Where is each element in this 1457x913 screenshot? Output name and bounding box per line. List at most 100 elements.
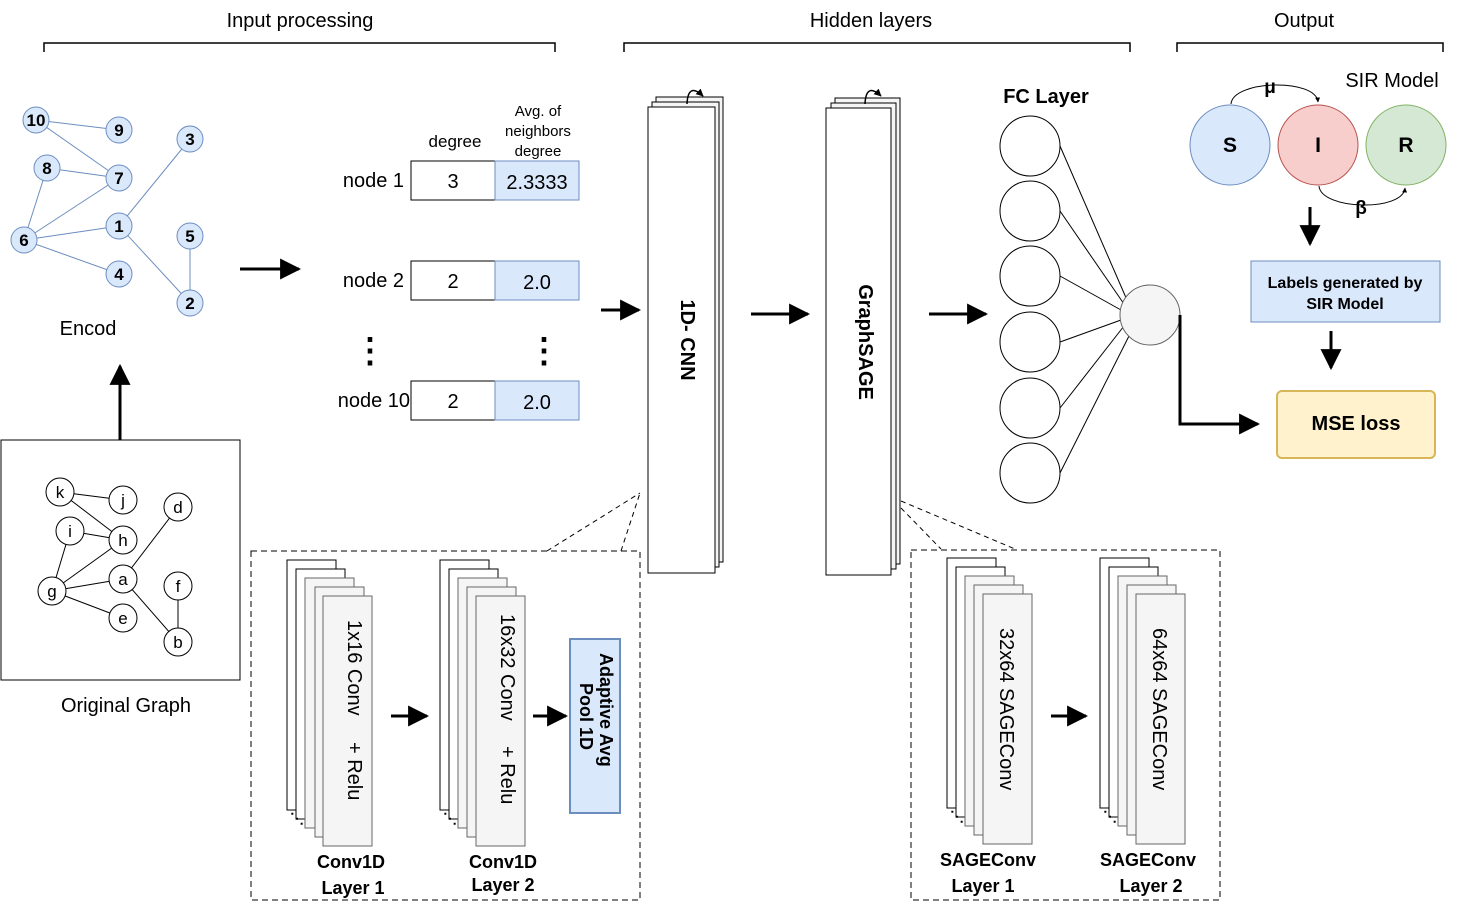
- node-label: 9: [114, 121, 123, 140]
- row-node-label: node 10: [338, 390, 410, 412]
- sir-title: SIR Model: [1345, 70, 1438, 92]
- section-header-hidden: Hidden layers: [623, 10, 1131, 52]
- cell-degree: 2: [447, 391, 458, 413]
- sir-node-i: [1277, 104, 1359, 186]
- node-label: k: [56, 483, 65, 502]
- stack-dots: ⋱: [1103, 808, 1117, 824]
- detail-frame: [910, 549, 1221, 901]
- graph-node: 6: [10, 226, 38, 254]
- graph-node: 10: [22, 106, 50, 134]
- node-label: d: [173, 498, 182, 517]
- self-loop-arrow: [864, 88, 882, 105]
- fc-layer: FC Layer: [999, 86, 1181, 504]
- row-node-label: node 1: [343, 170, 404, 192]
- layer-caption: Layer 2: [1119, 876, 1182, 896]
- fc-neuron: [999, 311, 1061, 373]
- layer-text: + Relu: [496, 746, 518, 804]
- column-header-avg-3: degree: [515, 143, 562, 160]
- labels-box: Labels generated by SIR Model: [1250, 260, 1441, 323]
- graph-node: 2: [176, 289, 204, 317]
- graph-node: k: [45, 477, 75, 507]
- encoded-graph-caption: Encod: [60, 318, 117, 340]
- node-label: 7: [114, 169, 123, 188]
- conv1d-layer-2: ⋱ 16x32 Conv + Relu Conv1D Layer 2: [439, 559, 537, 895]
- graph-node: 9: [105, 116, 133, 144]
- original-graph-frame: [0, 439, 241, 681]
- layer-text: 32x64 SAGEConv: [995, 628, 1017, 790]
- conv1d-layer-1: ⋱ 1x16 Conv + Relu Conv1D Layer 1: [286, 559, 385, 898]
- section-header-input: Input processing: [43, 10, 556, 52]
- ellipsis-rows: ⋮: [353, 332, 387, 370]
- layer-caption: SAGEConv: [940, 850, 1036, 870]
- ellipsis-values: ⋮: [527, 332, 561, 370]
- sir-beta-label: β: [1355, 198, 1367, 219]
- column-header-degree: degree: [429, 132, 482, 151]
- sageconv-layer-2: ⋱ 64x64 SAGEConv SAGEConv Layer 2: [1099, 557, 1196, 896]
- node-label: 1: [114, 217, 123, 236]
- node-label: b: [173, 633, 182, 652]
- graph-node: e: [108, 603, 138, 633]
- cnn-label: 1D- CNN: [676, 299, 698, 380]
- node-label: 4: [114, 265, 124, 284]
- graphsage-block: GraphSAGE: [825, 88, 901, 576]
- sir-node-s: [1189, 104, 1271, 186]
- layer-caption: Conv1D: [317, 852, 385, 872]
- graph-node: d: [163, 492, 193, 522]
- sir-i-label: I: [1315, 134, 1321, 157]
- node-label: 8: [42, 159, 51, 178]
- sir-s-label: S: [1223, 134, 1237, 157]
- bracket: [623, 42, 1131, 52]
- mse-loss-label: MSE loss: [1312, 413, 1401, 435]
- fc-neuron: [999, 180, 1061, 242]
- encoded-graph-nodes: 10 9 3 8 7 1 6 5 4 2: [10, 106, 204, 317]
- fc-neuron: [999, 377, 1061, 439]
- labels-line-2: SIR Model: [1306, 296, 1383, 313]
- cell-avg: 2.0: [523, 392, 551, 414]
- graph-node: 7: [105, 164, 133, 192]
- graph-node: 1: [105, 212, 133, 240]
- layer-caption: Conv1D: [469, 852, 537, 872]
- node-label: 6: [19, 231, 28, 250]
- fc-output-neuron: [1119, 284, 1181, 346]
- feature-table: degree Avg. of neighbors degree node 1 3…: [338, 103, 580, 421]
- cell-degree: 3: [447, 171, 458, 193]
- section-title-input: Input processing: [227, 10, 374, 32]
- fc-neuron: [999, 245, 1061, 307]
- graph-node: 4: [105, 260, 133, 288]
- stack-dots: ⋱: [950, 808, 964, 824]
- graph-node: g: [37, 576, 67, 606]
- node-label: 10: [27, 111, 46, 130]
- arrow-to-loss: [1178, 315, 1261, 435]
- graph-node: h: [108, 525, 138, 555]
- transition-arrow-si: [1230, 84, 1321, 105]
- node-label: i: [68, 522, 72, 541]
- table-row: node 2 2 2.0: [343, 260, 580, 301]
- node-label: e: [118, 609, 127, 628]
- node-label: 5: [185, 227, 194, 246]
- layer-caption: Layer 1: [951, 876, 1014, 896]
- graphsage-label: GraphSAGE: [854, 284, 876, 400]
- stack-dots: ⋱: [443, 810, 457, 826]
- sage-detail-panel: ⋱ 32x64 SAGEConv SAGEConv Layer 1 ⋱ 64x6…: [900, 500, 1221, 901]
- graph-node: f: [163, 571, 193, 601]
- table-row: node 10 2 2.0: [338, 380, 580, 421]
- mse-loss-box: MSE loss: [1276, 390, 1436, 459]
- column-header-avg-1: Avg. of: [515, 103, 562, 120]
- layer-text: 64x64 SAGEConv: [1148, 628, 1170, 790]
- layer-text: 1x16 Conv: [343, 620, 365, 716]
- graph-node: i: [55, 516, 85, 546]
- cell-degree: 2: [447, 271, 458, 293]
- layer-caption: Layer 2: [471, 875, 534, 895]
- original-graph-nodes: k j d i h g a f e b: [37, 477, 193, 657]
- transition-arrow-ir: [1318, 185, 1408, 206]
- node-label: g: [47, 582, 56, 601]
- graph-node: b: [163, 627, 193, 657]
- cell-avg: 2.0: [523, 272, 551, 294]
- sir-model: SIR Model S I R μ β: [1189, 70, 1447, 219]
- labels-line-1: Labels generated by: [1268, 275, 1423, 292]
- node-label: j: [120, 491, 125, 510]
- graph-node: a: [108, 564, 138, 594]
- detail-frame: [250, 550, 641, 901]
- sageconv-layer-1: ⋱ 32x64 SAGEConv SAGEConv Layer 1: [940, 557, 1036, 896]
